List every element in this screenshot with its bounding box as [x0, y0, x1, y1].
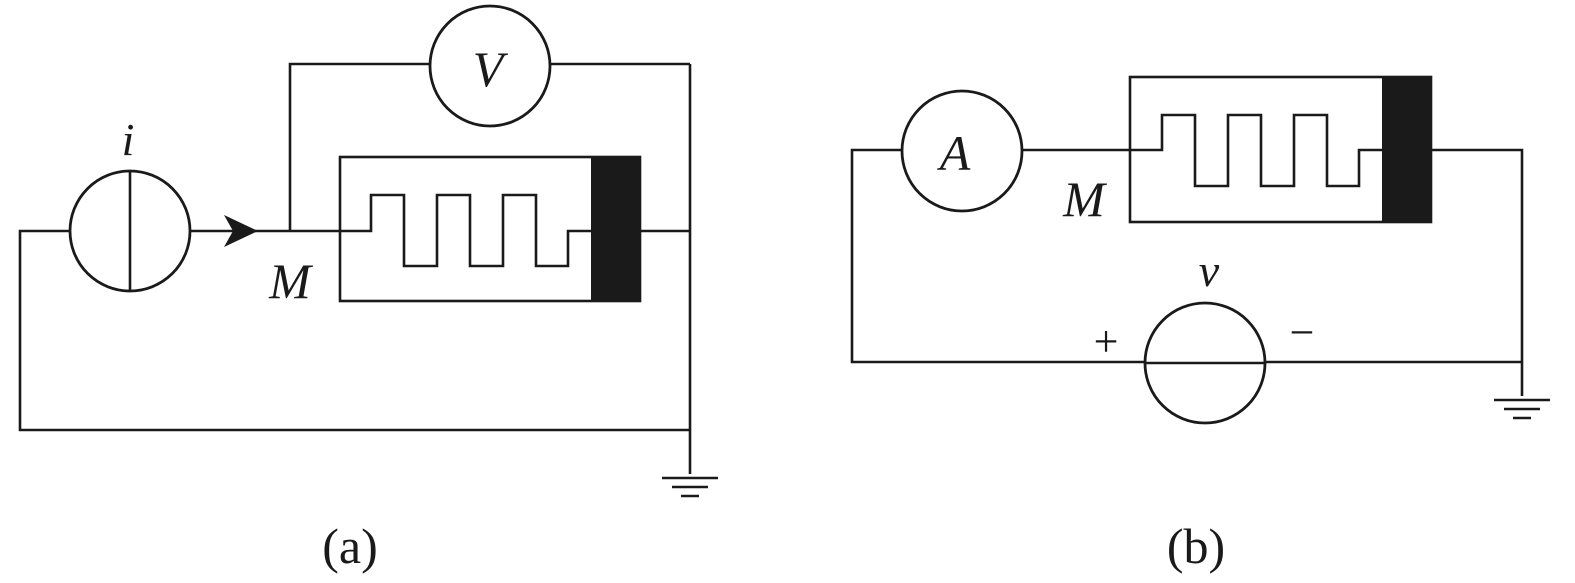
circuit-b-right-rail-wire [1431, 148, 1524, 396]
ammeter-label: A [937, 125, 971, 181]
ground-symbol-a [662, 476, 718, 498]
current-source-label: i [122, 114, 135, 165]
memristor-b-label: M [1062, 171, 1107, 227]
panel-b-caption: (b) [1167, 518, 1225, 574]
memristor-device-a-zigzag [340, 193, 591, 268]
memristor-device-a-polarity-band [591, 157, 640, 301]
current-direction-arrow [224, 215, 258, 247]
memristor-a-label: M [268, 253, 313, 309]
voltage-source-minus-sign: − [1290, 308, 1315, 357]
voltmeter-symbol [428, 4, 552, 128]
circuit-b-left-loop-wire [850, 148, 1145, 364]
voltage-source-plus-sign: + [1094, 317, 1119, 366]
voltage-source-label: v [1199, 245, 1220, 296]
memristor-device-b-polarity-band [1382, 77, 1431, 222]
circuit-a-voltmeter-left-wire [288, 62, 430, 231]
ammeter-symbol [900, 89, 1024, 213]
circuit-a: i V M (a) [18, 4, 718, 574]
circuit-b: A M v + − (b) [850, 75, 1550, 574]
panel-a-caption: (a) [322, 518, 378, 574]
voltmeter-label: V [473, 41, 509, 97]
ground-symbol-b [1494, 398, 1550, 420]
circuit-a-bottom-loop-wire [18, 229, 690, 432]
memristor-device-b-zigzag [1130, 113, 1382, 188]
